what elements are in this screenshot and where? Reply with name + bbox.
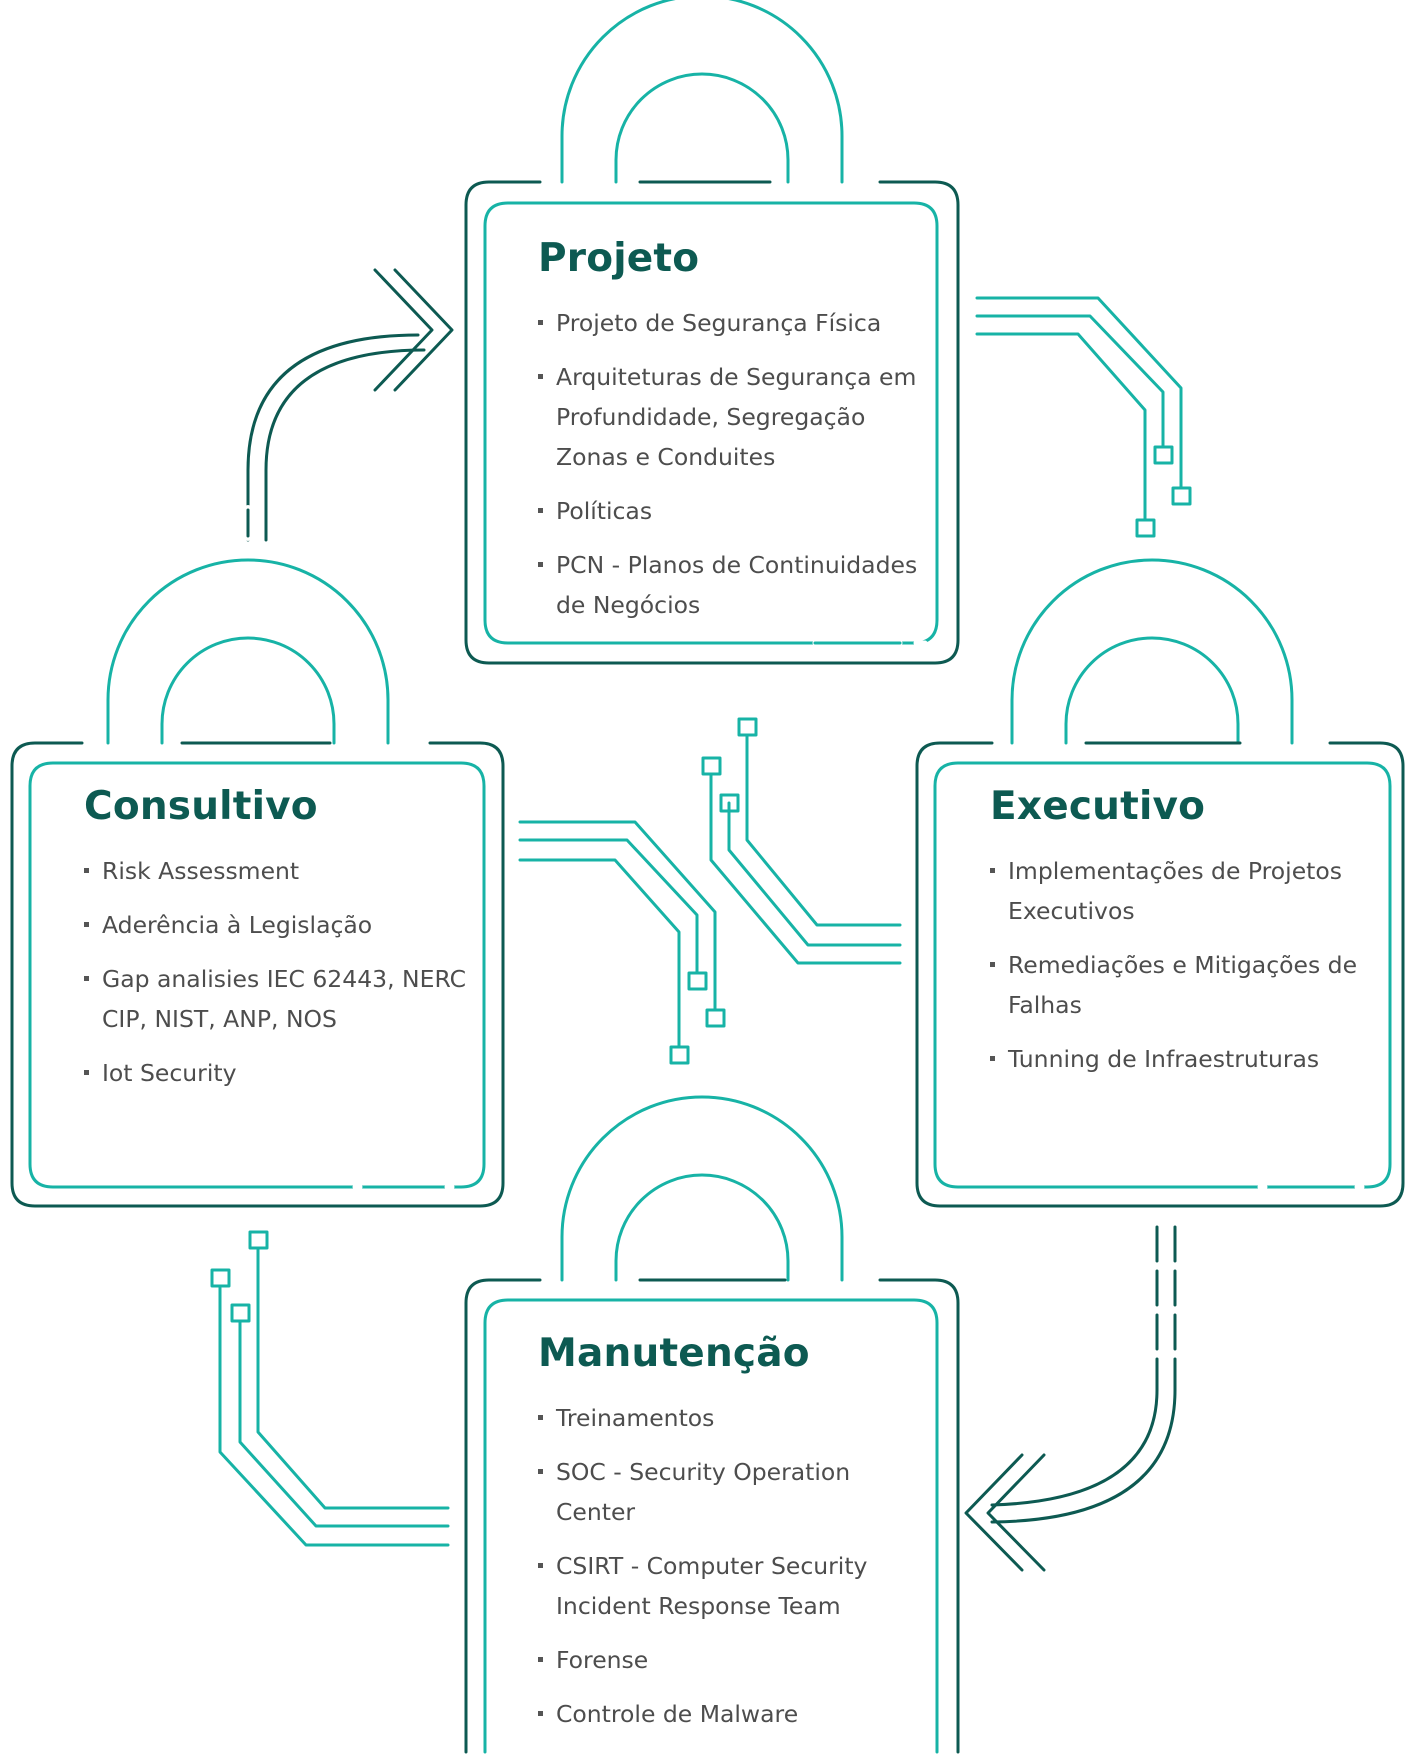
shackle-outer	[560, 0, 844, 184]
lock-projeto-content: Projeto Projeto de Segurança Física Arqu…	[538, 236, 928, 639]
list-item: SOC - Security Operation Center	[538, 1452, 896, 1532]
list-item: Tunning de Infraestruturas	[990, 1039, 1380, 1079]
list-item: Forense	[538, 1640, 918, 1680]
list-item: Implementações de Projetos Executivos	[990, 851, 1380, 931]
lock-title-projeto: Projeto	[538, 236, 700, 281]
lock-executivo	[915, 558, 1405, 1208]
lock-title-executivo: Executivo	[990, 784, 1206, 829]
list-item: Arquiteturas de Segurança em Profundidad…	[538, 357, 926, 477]
lock-list-projeto: Projeto de Segurança Física Arquiteturas…	[538, 303, 928, 625]
arrow-consultivo-to-projeto	[245, 268, 454, 542]
list-item: Remediações e Mitigações de Falhas	[990, 945, 1380, 1025]
list-item: CSIRT - Computer Security Incident Respo…	[538, 1546, 896, 1626]
arrow-executivo-to-manutencao	[964, 1225, 1177, 1572]
lock-consultivo-content: Consultivo Risk Assessment Aderência à L…	[84, 784, 474, 1107]
list-item: Políticas	[538, 491, 928, 531]
list-item: PCN - Planos de Continuidades de Negócio…	[538, 545, 926, 625]
list-item: Gap analisies IEC 62443, NERC CIP, NIST,…	[84, 959, 474, 1039]
list-item: Risk Assessment	[84, 851, 474, 891]
lock-consultivo	[10, 558, 505, 1208]
circuit-consultivo-center	[518, 820, 726, 1065]
lock-manutencao	[464, 1095, 960, 1754]
lock-projeto	[464, 0, 960, 665]
circuit-center-executivo	[701, 717, 902, 965]
list-item: Projeto de Segurança Física	[538, 303, 928, 343]
lock-title-manutencao: Manutenção	[538, 1331, 810, 1376]
lock-list-manutencao: Treinamentos SOC - Security Operation Ce…	[538, 1398, 918, 1734]
lock-list-executivo: Implementações de Projetos Executivos Re…	[990, 851, 1380, 1079]
list-item: Treinamentos	[538, 1398, 918, 1438]
lock-title-consultivo: Consultivo	[84, 784, 318, 829]
lock-manutencao-content: Manutenção Treinamentos SOC - Security O…	[538, 1331, 918, 1748]
circuit-manutencao-to-consultivo	[210, 1230, 450, 1547]
list-item: Iot Security	[84, 1053, 474, 1093]
list-item: Controle de Malware	[538, 1694, 918, 1734]
body-outer	[464, 180, 960, 665]
circuit-projeto-to-executivo	[975, 296, 1192, 538]
lock-list-consultivo: Risk Assessment Aderência à Legislação G…	[84, 851, 474, 1093]
list-item: Aderência à Legislação	[84, 905, 474, 945]
lock-executivo-content: Executivo Implementações de Projetos Exe…	[990, 784, 1380, 1093]
shackle-inner	[614, 72, 790, 184]
